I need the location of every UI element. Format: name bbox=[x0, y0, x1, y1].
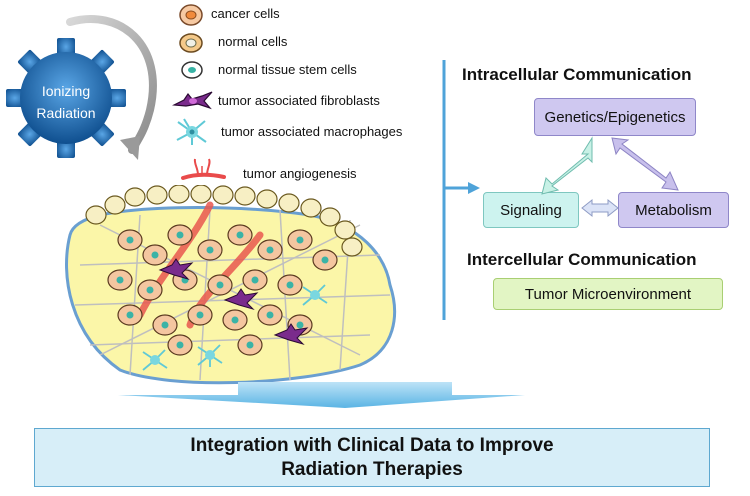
legend-label-angiogenesis: tumor angiogenesis bbox=[243, 166, 357, 181]
cancer-cell-icon bbox=[179, 4, 203, 26]
radiation-label-line2: Radiation bbox=[36, 105, 96, 121]
genetics-box: Genetics/Epigenetics bbox=[534, 98, 696, 136]
macrophage-icon bbox=[176, 118, 207, 145]
legend-label-normal-cells: normal cells bbox=[218, 34, 288, 49]
bracket-arrow-icon bbox=[442, 60, 480, 320]
fibroblast-icon bbox=[172, 91, 213, 110]
normal-cell-icon bbox=[179, 33, 203, 53]
stem-cell-icon bbox=[181, 61, 203, 79]
intercellular-title: Intercellular Communication bbox=[467, 250, 697, 269]
radiation-label: Ionizing Radiation bbox=[18, 80, 114, 124]
legend-label-cancer-cells: cancer cells bbox=[211, 6, 280, 21]
blood-vessel-icon bbox=[181, 158, 226, 180]
conclusion-box: Integration with Clinical Data to Improv… bbox=[34, 428, 710, 487]
down-arrow-icon bbox=[118, 382, 525, 408]
conclusion-line2: Radiation Therapies bbox=[281, 458, 463, 480]
radiation-gear-icon bbox=[6, 15, 157, 160]
metabolism-box: Metabolism bbox=[618, 192, 729, 228]
legend-label-fibroblasts: tumor associated fibroblasts bbox=[218, 93, 380, 108]
signaling-box: Signaling bbox=[483, 192, 579, 228]
legend-label-stem-cells: normal tissue stem cells bbox=[218, 62, 357, 77]
conclusion-line1: Integration with Clinical Data to Improv… bbox=[190, 434, 554, 456]
interaction-arrows-icon bbox=[541, 136, 679, 218]
tumor-illustration bbox=[65, 185, 397, 385]
radiation-label-line1: Ionizing bbox=[41, 83, 91, 99]
legend-label-macrophages: tumor associated macrophages bbox=[221, 124, 403, 139]
microenvironment-box: Tumor Microenvironment bbox=[493, 278, 723, 310]
intracellular-title: Intracellular Communication bbox=[462, 65, 692, 84]
